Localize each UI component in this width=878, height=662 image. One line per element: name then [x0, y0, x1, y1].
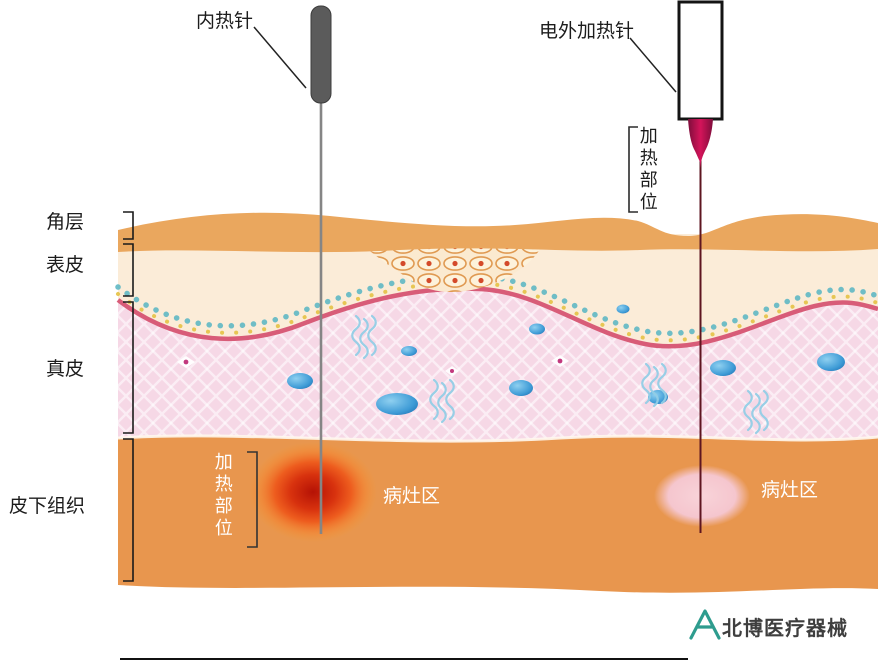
- layer-brackets: [123, 211, 134, 582]
- heating-part-external-label: 加热部位: [637, 126, 658, 214]
- bracket-subcutis: [123, 438, 134, 582]
- bracket-epidermis: [123, 243, 134, 297]
- external-needle-hub: [688, 119, 713, 168]
- layer-label-dermis: 真皮: [46, 359, 85, 380]
- lesion-area-internal-label: 病灶区: [383, 486, 441, 507]
- layer-label-subcutis: 皮下组织: [9, 496, 86, 517]
- layer-label-stratum: 角层: [46, 212, 85, 233]
- internal-heat-needle: [310, 5, 332, 534]
- sparkle-diamonds: [177, 355, 569, 376]
- logo-mountain-icon: [689, 609, 721, 640]
- bracket-dermis: [123, 301, 134, 434]
- internal-needle-leader-line: [253, 26, 307, 89]
- heating-zone-hotspot: [249, 442, 377, 542]
- external-heat-needle: [677, 0, 724, 533]
- logo-text: 北博医疗器械: [722, 618, 848, 640]
- external-needle-body: [677, 0, 724, 121]
- heating-part-internal-label: 加热部位: [212, 452, 233, 540]
- bracket-stratum: [123, 211, 134, 240]
- external-needle-label: 电外加热针: [539, 21, 635, 42]
- gland-blobs: [287, 304, 845, 415]
- dermis-subcutis-seam: [117, 434, 878, 443]
- lesion-area-external-label: 病灶区: [761, 480, 819, 501]
- internal-needle-handle: [310, 5, 332, 104]
- stratum-corneum-layer: [118, 212, 878, 253]
- membrane-dots-yellow: [116, 280, 878, 343]
- dermis-layer: [118, 288, 878, 442]
- internal-needle-label: 内热针: [196, 11, 254, 32]
- layer-label-epidermis: 表皮: [46, 255, 85, 276]
- membrane-dots-teal: [115, 272, 878, 337]
- external-needle-leader-line: [629, 37, 677, 93]
- basement-membrane-line: [116, 286, 878, 349]
- bracket-heating-internal: [247, 451, 258, 548]
- bracket-heating-external: [628, 126, 638, 213]
- lesion-area-pale-spot: [654, 465, 750, 527]
